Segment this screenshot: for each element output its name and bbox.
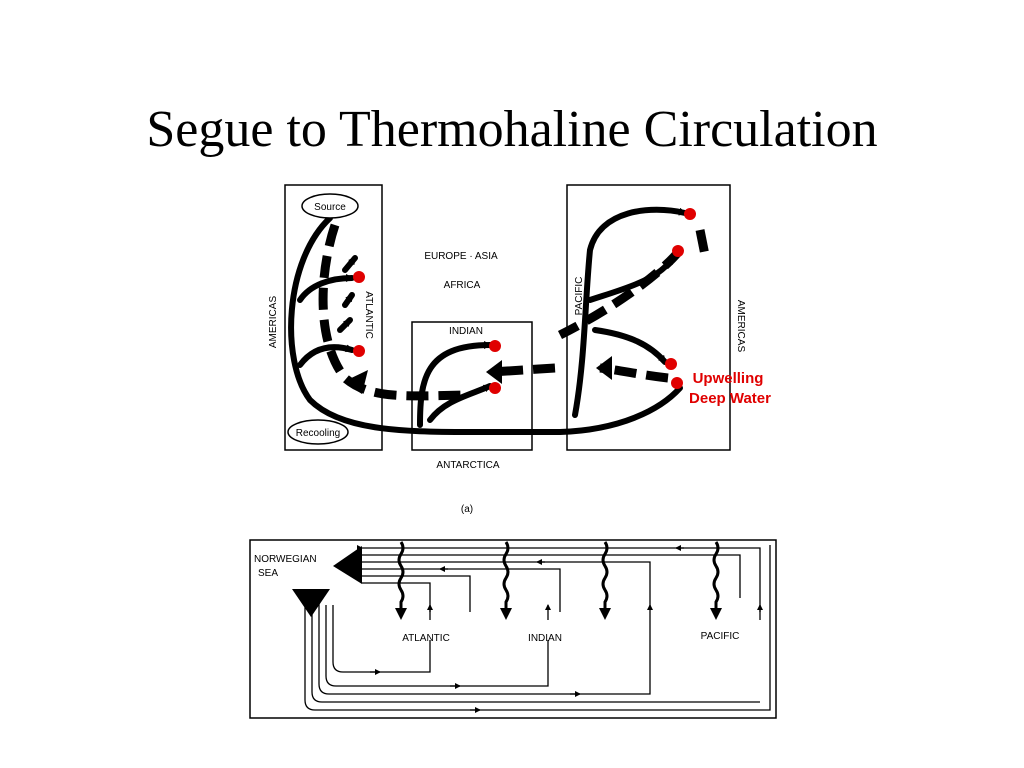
upwelling-label-line2: Deep Water bbox=[689, 390, 771, 407]
schematic-pacific-label: PACIFIC bbox=[701, 631, 740, 642]
pacific-basin-box bbox=[566, 184, 731, 451]
source-ellipse bbox=[301, 193, 359, 219]
americas-left-label: AMERICAS bbox=[268, 296, 279, 349]
antarctica-label: ANTARCTICA bbox=[436, 460, 499, 471]
norwegian-sea-label-line2: SEA bbox=[258, 568, 278, 579]
norwegian-sea-sink-triangle bbox=[292, 589, 330, 617]
recooling-label: Recooling bbox=[296, 428, 340, 439]
schematic-frame bbox=[249, 539, 777, 719]
pacific-label: PACIFIC bbox=[574, 277, 585, 316]
deep-flow-arrowheads bbox=[343, 356, 612, 394]
indian-basin-box bbox=[411, 321, 533, 451]
recooling-ellipse bbox=[287, 419, 349, 445]
americas-right-label: AMERICAS bbox=[735, 300, 746, 353]
norwegian-sea-label-line1: NORWEGIAN bbox=[254, 554, 317, 565]
upwelling-label-line1: Upwelling bbox=[693, 370, 764, 387]
return-flow-lines bbox=[357, 545, 763, 620]
slide-title: Segue to Thermohaline Circulation bbox=[146, 101, 878, 158]
norwegian-sea-inflow-triangle bbox=[333, 546, 362, 584]
deep-flow-loops bbox=[304, 545, 771, 713]
source-label: Source bbox=[314, 202, 346, 213]
africa-label: AFRICA bbox=[444, 280, 481, 291]
schematic-atlantic-label: ATLANTIC bbox=[402, 633, 450, 644]
diagram-a-caption: (a) bbox=[461, 504, 473, 515]
atlantic-basin-box bbox=[284, 184, 383, 451]
deep-flows bbox=[318, 223, 710, 401]
sinking-sites bbox=[353, 208, 696, 394]
sinking-arrowheads bbox=[395, 608, 722, 620]
sinking-columns bbox=[397, 541, 720, 610]
europe-asia-label: EUROPE · ASIA bbox=[424, 251, 498, 262]
indian-label: INDIAN bbox=[449, 326, 483, 337]
atlantic-label: ATLANTIC bbox=[363, 291, 374, 339]
schematic-indian-label: INDIAN bbox=[528, 633, 562, 644]
